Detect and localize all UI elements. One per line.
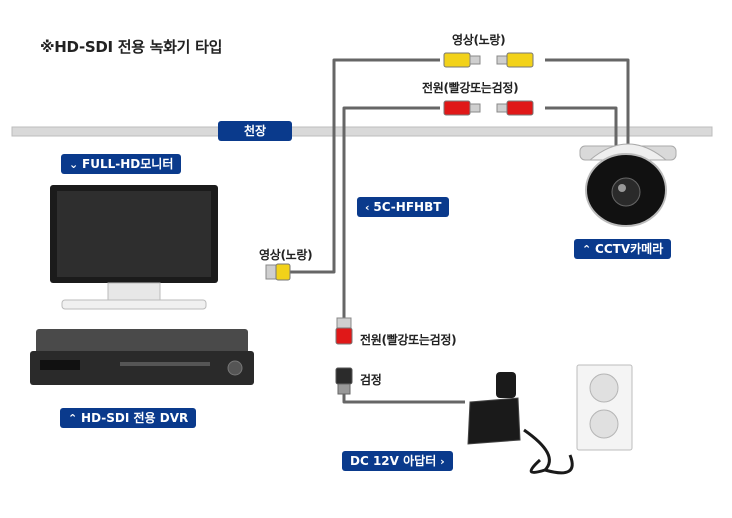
wall-outlet-illustration: [576, 364, 633, 451]
power-connector-top: [443, 100, 534, 116]
ceiling-bar: [11, 126, 713, 137]
chevron-up-icon: ⌃: [68, 412, 82, 425]
video-cable: [283, 58, 630, 274]
power-top-label: 전원(빨강또는검정): [422, 81, 519, 95]
adapter-illustration: [467, 372, 574, 475]
black-connector-label: 검정: [360, 373, 382, 387]
video-top-label: 영상(노랑): [452, 33, 506, 47]
monitor-illustration: [50, 185, 218, 310]
camera-badge: ⌃ CCTV카메라: [574, 239, 672, 259]
video-left-label: 영상(노랑): [259, 248, 313, 262]
chevron-down-icon: ⌄: [69, 158, 83, 171]
ceiling-label: 천장: [218, 121, 292, 141]
power-mid-label: 전원(빨강또는검정): [360, 333, 457, 347]
monitor-badge: ⌄ FULL-HD모니터: [61, 154, 182, 174]
dvr-illustration: [30, 329, 254, 385]
camera-illustration: [579, 143, 677, 227]
chevron-right-icon: ›: [436, 455, 445, 468]
chevron-up-icon: ⌃: [582, 243, 596, 256]
cable-badge: ‹ 5C-HFHBT: [357, 197, 450, 217]
dvr-badge: ⌃ HD-SDI 전용 DVR: [60, 408, 197, 428]
power-connector-mid: [335, 317, 353, 345]
power-cable: [342, 106, 618, 404]
adapter-badge: DC 12V 아답터 ›: [342, 451, 453, 471]
video-connector-left: [265, 263, 291, 281]
black-connector: [335, 367, 353, 395]
video-connector-top: [443, 52, 534, 68]
diagram-title: ※HD-SDI 전용 녹화기 타입: [40, 38, 223, 56]
chevron-left-icon: ‹: [365, 201, 374, 214]
